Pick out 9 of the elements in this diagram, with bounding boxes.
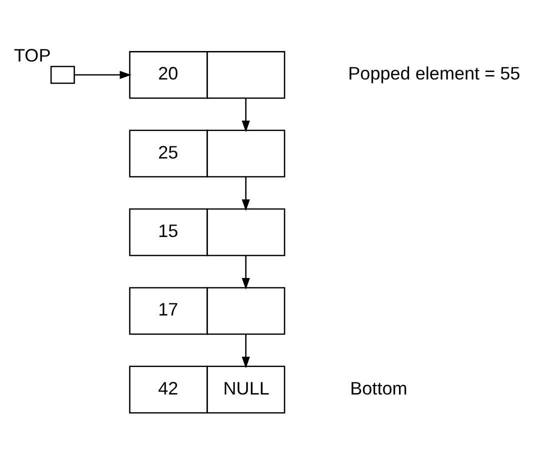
label: Popped element = 55 [348,63,520,84]
arrow [242,334,250,368]
node-label: TOP [14,45,51,66]
arrow [242,98,250,132]
arrow [242,176,250,210]
arrow [242,254,250,290]
arrow [74,70,132,78]
node-box [50,65,75,84]
node-label: Bottom [350,378,408,398]
